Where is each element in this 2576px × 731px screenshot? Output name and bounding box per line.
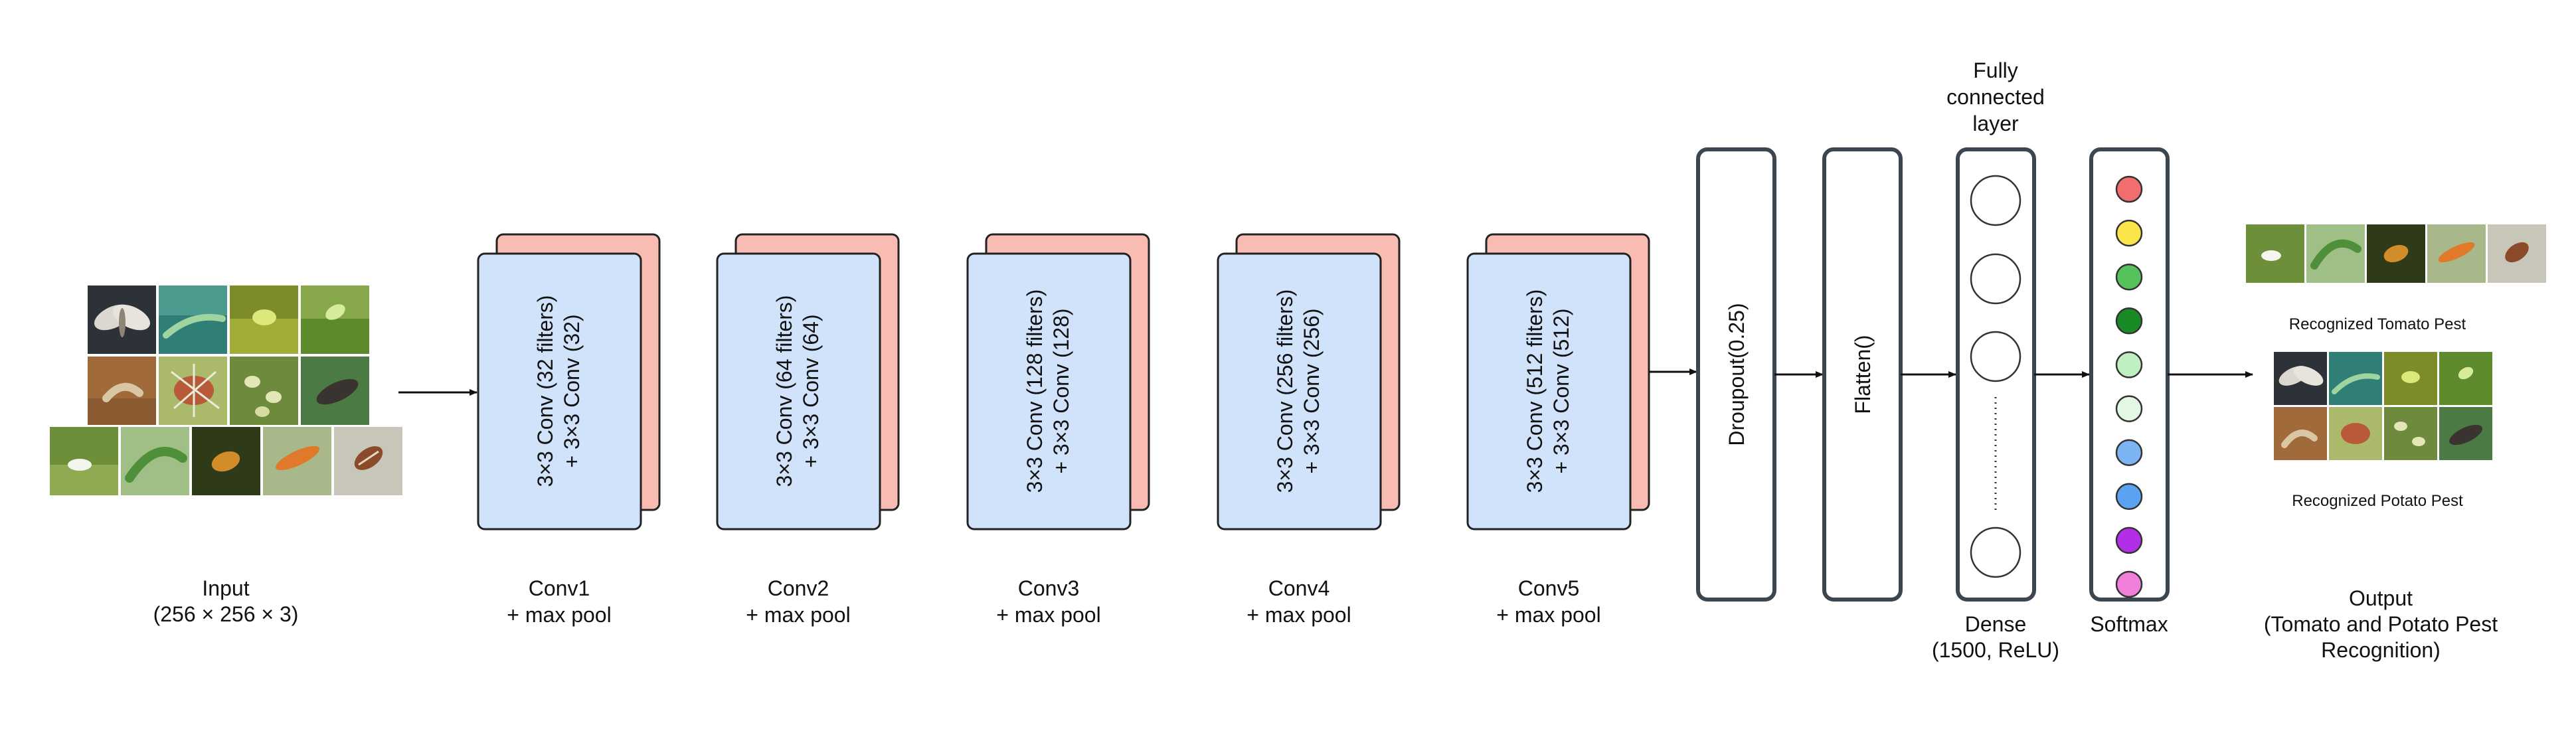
conv-block-line1: 3×3 Conv (256 filters) <box>1273 289 1297 493</box>
dense-title-line1: Fully <box>1973 58 2018 82</box>
softmax-node <box>2115 527 2143 554</box>
pest-thumbnail-green-aphid <box>2439 352 2492 405</box>
dense-caption-line2: (1500, ReLU) <box>1932 638 2059 662</box>
conv-block-front-layer <box>1466 252 1632 530</box>
tomato-pest-label: Recognized Tomato Pest <box>2289 315 2466 333</box>
conv-block-1: 3×3 Conv (32 filters) + 3×3 Conv (32) <box>477 233 661 530</box>
pest-thumbnail-leaf-caterpillar <box>2329 352 2382 405</box>
dense-neuron <box>1970 331 2021 382</box>
pest-thumbnail-orange-bug <box>263 427 331 495</box>
input-label: Input <box>202 576 249 600</box>
input-image-mosaic <box>50 285 402 495</box>
pest-thumbnail-green-caterpillar <box>121 427 189 495</box>
conv1-maxpool-caption: + max pool <box>507 603 611 627</box>
pest-thumbnail-beetle-cluster <box>230 357 298 425</box>
conv4-maxpool-caption: + max pool <box>1246 603 1351 627</box>
pest-thumbnail-spiky-larva <box>159 357 227 425</box>
conv3-maxpool-caption: + max pool <box>996 603 1100 627</box>
pest-thumbnail-soil-grub <box>2274 407 2327 460</box>
pest-thumbnail-orange-bug <box>2427 224 2486 283</box>
conv5-caption: Conv5 <box>1518 576 1580 600</box>
pest-thumbnail-orange-beetle <box>2367 224 2425 283</box>
pest-thumbnail-leaf-caterpillar <box>159 285 227 354</box>
pest-thumbnail-moth <box>88 285 156 354</box>
tomato-pest-image-strip <box>2246 224 2546 283</box>
conv4-caption: Conv4 <box>1268 576 1330 600</box>
conv2-maxpool-caption: + max pool <box>746 603 850 627</box>
softmax-node <box>2115 351 2143 378</box>
potato-pest-label: Recognized Potato Pest <box>2292 492 2463 510</box>
dense-title-line2: connected <box>1946 85 2045 109</box>
pest-thumbnail-whitefly <box>2246 224 2304 283</box>
conv-block-4: 3×3 Conv (256 filters) + 3×3 Conv (256) <box>1217 233 1401 530</box>
pest-thumbnail-striped-fly <box>334 427 402 495</box>
conv-block-front-layer <box>716 252 881 530</box>
pest-thumbnail-yellow-nymph <box>2384 352 2437 405</box>
softmax-node <box>2115 263 2143 291</box>
pest-thumbnail-grey-weevil <box>2439 407 2492 460</box>
softmax-node <box>2115 439 2143 466</box>
output-caption-line3: Recognition) <box>2321 638 2441 662</box>
pest-thumbnail-green-caterpillar <box>2306 224 2365 283</box>
output-caption-line2: (Tomato and Potato Pest <box>2264 612 2498 636</box>
softmax-node <box>2115 219 2143 247</box>
conv-block-line1: 3×3 Conv (512 filters) <box>1523 289 1547 493</box>
conv-block-line2: + 3×3 Conv (32) <box>560 314 584 467</box>
pest-thumbnail-whitefly <box>50 427 118 495</box>
conv3-caption: Conv3 <box>1018 576 1080 600</box>
conv-block-line2: + 3×3 Conv (512) <box>1549 308 1573 473</box>
dropout-layer: Droupout(0.25) <box>1696 147 1776 602</box>
conv-block-3: 3×3 Conv (128 filters) + 3×3 Conv (128) <box>966 233 1150 530</box>
pest-thumbnail-spiky-larva <box>2329 407 2382 460</box>
pest-thumbnail-green-aphid <box>301 285 369 354</box>
conv-block-front-layer <box>966 252 1132 530</box>
softmax-layer <box>2089 147 2170 602</box>
pest-thumbnail-grey-weevil <box>301 357 369 425</box>
flatten-layer: Flatten() <box>1822 147 1903 602</box>
dense-caption-line1: Dense <box>1965 612 2027 636</box>
output-caption-line1: Output <box>2349 586 2413 610</box>
conv-block-line1: 3×3 Conv (64 filters) <box>772 295 796 487</box>
conv-block-line2: + 3×3 Conv (64) <box>799 314 823 467</box>
pest-thumbnail-yellow-nymph <box>230 285 298 354</box>
softmax-node <box>2115 483 2143 511</box>
pest-thumbnail-striped-fly <box>2488 224 2546 283</box>
conv-block-line1: 3×3 Conv (32 filters) <box>533 295 557 487</box>
dense-title-line3: layer <box>1972 112 2019 135</box>
softmax-node <box>2115 570 2143 598</box>
conv-block-line2: + 3×3 Conv (256) <box>1300 308 1324 473</box>
softmax-node <box>2115 307 2143 335</box>
conv-block-2: 3×3 Conv (64 filters) + 3×3 Conv (64) <box>716 233 900 530</box>
softmax-caption: Softmax <box>2090 612 2168 636</box>
conv-block-line1: 3×3 Conv (128 filters) <box>1023 289 1047 493</box>
pest-thumbnail-soil-grub <box>88 357 156 425</box>
softmax-node <box>2115 395 2143 422</box>
input-shape: (256 × 256 × 3) <box>153 602 299 626</box>
pest-thumbnail-beetle-cluster <box>2384 407 2437 460</box>
dense-layer <box>1956 147 2036 602</box>
conv-block-5: 3×3 Conv (512 filters) + 3×3 Conv (512) <box>1466 233 1650 530</box>
conv-block-front-layer <box>1217 252 1382 530</box>
flatten-label: Flatten() <box>1851 335 1875 414</box>
dense-neuron <box>1970 175 2021 226</box>
dense-neuron <box>1970 253 2021 305</box>
potato-pest-image-grid <box>2274 352 2492 460</box>
softmax-nodes <box>2115 175 2143 598</box>
dropout-label: Droupout(0.25) <box>1725 303 1749 446</box>
pest-thumbnail-orange-beetle <box>192 427 260 495</box>
pest-thumbnail-moth <box>2274 352 2327 405</box>
softmax-node <box>2115 175 2143 203</box>
conv2-caption: Conv2 <box>768 576 829 600</box>
dense-neuron <box>1970 527 2021 578</box>
conv-block-line2: + 3×3 Conv (128) <box>1049 308 1073 473</box>
conv-block-front-layer <box>477 252 642 530</box>
conv1-caption: Conv1 <box>529 576 590 600</box>
conv5-maxpool-caption: + max pool <box>1496 603 1600 627</box>
